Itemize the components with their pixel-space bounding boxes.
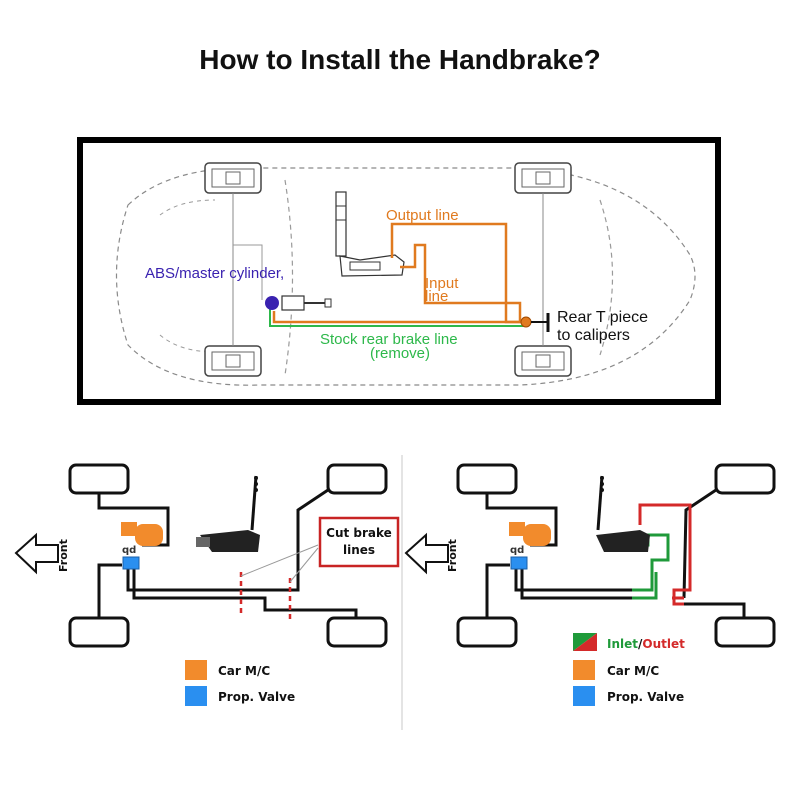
legend-inlet: Inlet <box>607 637 638 651</box>
prop-valve-left <box>122 556 140 570</box>
input-line <box>400 243 522 322</box>
legend-outlet: Outlet <box>642 637 685 651</box>
outlet-line <box>638 503 692 606</box>
svg-text:qd: qd <box>510 545 524 556</box>
wheel-rr <box>326 616 388 648</box>
master-cylinder-icon <box>265 295 332 311</box>
legend-swatch-pv-left <box>185 686 207 706</box>
legend-slash: / <box>638 637 643 651</box>
wheel-rl <box>326 463 388 495</box>
cut-label-1: Cut brake <box>326 526 392 540</box>
legend-mc-left: Car M/C <box>218 664 270 678</box>
master-cylinder-left <box>121 522 137 536</box>
prop-valve-right <box>510 556 528 570</box>
abs-label: ABS/master cylinder, <box>145 265 284 282</box>
wheel-fl-r <box>456 463 518 495</box>
stock-line-label-1: Stock rear brake line <box>320 331 458 348</box>
page-title: How to Install the Handbrake? <box>199 44 601 75</box>
rear-t-piece <box>520 316 532 328</box>
legend-swatch-mc-right <box>573 660 595 680</box>
front-arrow-right <box>404 532 449 575</box>
input-line-label-1: Input <box>425 275 459 292</box>
legend-pv-left: Prop. Valve <box>218 690 295 704</box>
stock-line-label-2: (remove) <box>370 345 430 362</box>
windshield <box>284 179 294 376</box>
input-line-label-2: line <box>425 288 448 305</box>
handbrake-icon-left <box>196 475 260 552</box>
legend-pv-right: Prop. Valve <box>607 690 684 704</box>
front-label-left: Front <box>57 539 70 572</box>
legend-swatch-pv-right <box>573 686 595 706</box>
legend-inlet-outlet: Inlet/Outlet <box>607 637 685 651</box>
wheel-fr <box>68 616 130 648</box>
handbrake-icon <box>335 191 405 277</box>
wheel-rr-r <box>714 616 776 648</box>
front-arrow-left <box>14 532 59 575</box>
wheel-rear-left <box>514 162 572 194</box>
legend-mc-right: Car M/C <box>607 664 659 678</box>
bottom-right-diagram: qd Front Inlet/Outlet Car M/C Prop. Valv… <box>404 463 776 706</box>
legend-swatch-mc-left <box>185 660 207 680</box>
cut-brake-callout <box>318 516 400 568</box>
brake-lines-left <box>97 488 358 618</box>
output-line-label: Output line <box>386 207 459 224</box>
wheel-front-left <box>204 162 262 194</box>
svg-text:qd: qd <box>122 545 136 556</box>
wheel-fr-r <box>456 616 518 648</box>
stock-brake-line <box>269 306 526 327</box>
master-cylinder-right <box>509 522 525 536</box>
legend-swatch-inlet-outlet <box>573 633 597 651</box>
wheel-fl <box>68 463 130 495</box>
top-diagram: ABS/master cylinder, Output line Input l… <box>77 137 721 405</box>
brake-lines-right <box>485 488 746 618</box>
rear-t-label-1: Rear T piece <box>557 309 648 326</box>
front-label-right: Front <box>446 539 459 572</box>
wheel-rear-right <box>514 345 572 377</box>
wheel-front-right <box>204 345 262 377</box>
car-outline <box>115 167 696 386</box>
cut-label-2: lines <box>343 543 375 557</box>
handbrake-icon-right <box>596 475 650 552</box>
bottom-left-diagram: qd Cut brake lines Front Car M/C Prop. V… <box>14 463 400 706</box>
wheel-rl-r <box>714 463 776 495</box>
rear-t-label-2: to calipers <box>557 327 630 344</box>
